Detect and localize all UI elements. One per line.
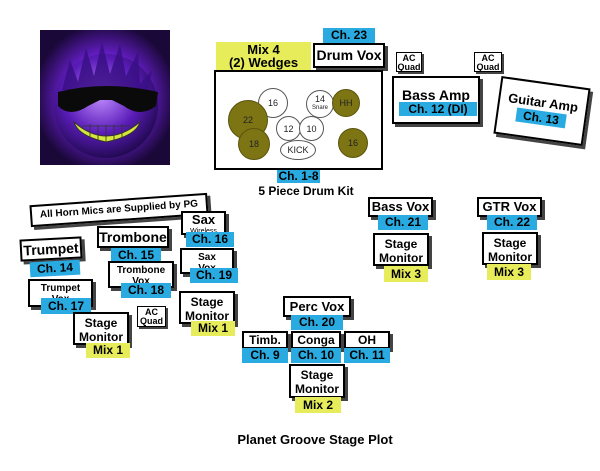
stage-text: Stage	[84, 316, 118, 330]
mix3-gtr-label: Mix 3	[487, 264, 531, 280]
drum-kit-riser: 16 14 Snare HH 22 12 10 18 KICK 16	[214, 70, 383, 170]
sax-box: Sax Wireless	[181, 211, 226, 235]
tom-10-drum: 10	[299, 116, 324, 141]
sax-vox-line1: Sax	[198, 252, 216, 263]
tom-16-drum: 16	[258, 88, 288, 118]
stage-text: Stage	[300, 368, 334, 382]
monitor-text: Monitor	[185, 309, 229, 323]
bass-amp-box: Bass Amp	[392, 76, 480, 124]
drum-vox-channel: Ch. 23	[323, 28, 375, 43]
purple-planet-with-sunglasses-logo-icon	[40, 30, 170, 165]
quad-text: Quad	[476, 62, 500, 72]
gtr-vox-channel: Ch. 22	[487, 215, 537, 230]
floor-tom-18-drum: 18	[238, 128, 270, 160]
mix4-wedges-label: Mix 4 (2) Wedges	[216, 42, 311, 70]
trombone-vox-line2: Vox	[132, 276, 150, 287]
bass-vox-channel: Ch. 21	[378, 215, 428, 230]
sax-vox-channel: Ch. 19	[190, 268, 238, 283]
perc-stage-monitor: Stage Monitor	[289, 364, 345, 398]
trombone-box: Trombone	[97, 226, 169, 248]
wedges-text: (2) Wedges	[228, 55, 299, 70]
sax-channel: Ch. 16	[186, 232, 234, 247]
horns-stage-monitor-right: Stage Monitor	[179, 291, 235, 324]
quad-text: Quad	[139, 316, 163, 326]
gtr-vox-box: GTR Vox	[477, 197, 542, 217]
trumpet-vox-channel: Ch. 17	[41, 298, 91, 314]
bass-vox-box: Bass Vox	[368, 197, 433, 217]
ac-text: AC	[145, 307, 158, 317]
timbales-channel: Ch. 9	[242, 348, 288, 363]
horns-stage-monitor-left: Stage Monitor	[73, 312, 129, 345]
tom-14-label: 14	[314, 94, 325, 104]
trombone-vox-line1: Trombone	[116, 265, 166, 276]
mix3-bass-label: Mix 3	[384, 266, 428, 282]
stage-plot-title: Planet Groove Stage Plot	[237, 432, 393, 447]
planet-groove-logo	[40, 30, 170, 165]
hihat-drum: HH	[332, 89, 360, 117]
tom-14-drum: 14 Snare	[306, 90, 334, 118]
kick-drum: KICK	[280, 140, 316, 160]
monitor-text: Monitor	[488, 250, 532, 264]
floor-tom-16-drum: 16	[338, 128, 368, 158]
mix2-label: Mix 2	[295, 397, 341, 413]
quad-text: Quad	[397, 62, 421, 72]
ac-text: AC	[402, 53, 416, 63]
tom-12-drum: 12	[276, 116, 301, 141]
guitar-amp-group: Guitar Amp Ch. 13	[493, 76, 591, 146]
bass-amp-label: Bass Amp	[402, 87, 470, 103]
drum-kit-channel: Ch. 1-8	[277, 169, 320, 183]
monitor-text: Monitor	[379, 251, 423, 265]
stage-text: Stage	[384, 237, 418, 251]
monitor-text: Monitor	[79, 330, 123, 344]
bass-stage-monitor: Stage Monitor	[373, 233, 429, 266]
trumpet-box: Trumpet	[19, 236, 83, 262]
perc-vox-channel: Ch. 20	[291, 315, 343, 330]
mix1-left-label: Mix 1	[86, 343, 130, 358]
snare-label: Snare	[311, 105, 328, 111]
mix4-text: Mix 4	[247, 42, 280, 57]
mix1-right-label: Mix 1	[191, 321, 235, 336]
trombone-vox-channel: Ch. 18	[121, 283, 171, 298]
overhead-box: OH	[344, 331, 390, 349]
drum-vox-label: Drum Vox	[316, 47, 382, 63]
conga-channel: Ch. 10	[291, 348, 341, 363]
conga-box: Conga	[291, 331, 341, 349]
trumpet-channel: Ch. 14	[29, 259, 81, 278]
timbales-box: Timb.	[242, 331, 288, 349]
monitor-text: Monitor	[295, 382, 339, 396]
trombone-channel: Ch. 15	[111, 248, 161, 262]
stage-text: Stage	[190, 295, 224, 309]
drum-vox-box: Drum Vox	[313, 43, 385, 68]
perc-vox-box: Perc Vox	[283, 296, 351, 317]
sax-label: Sax	[191, 212, 216, 227]
trumpet-vox-line1: Trumpet	[40, 283, 81, 294]
overhead-channel: Ch. 11	[344, 348, 390, 363]
bass-amp-channel: Ch. 12 (DI)	[399, 102, 477, 116]
ac-text: AC	[481, 53, 495, 63]
stage-text: Stage	[493, 236, 527, 250]
sax-wireless-label: Wireless	[183, 226, 224, 238]
gtr-stage-monitor: Stage Monitor	[482, 232, 538, 265]
drum-kit-label: 5 Piece Drum Kit	[258, 184, 354, 198]
